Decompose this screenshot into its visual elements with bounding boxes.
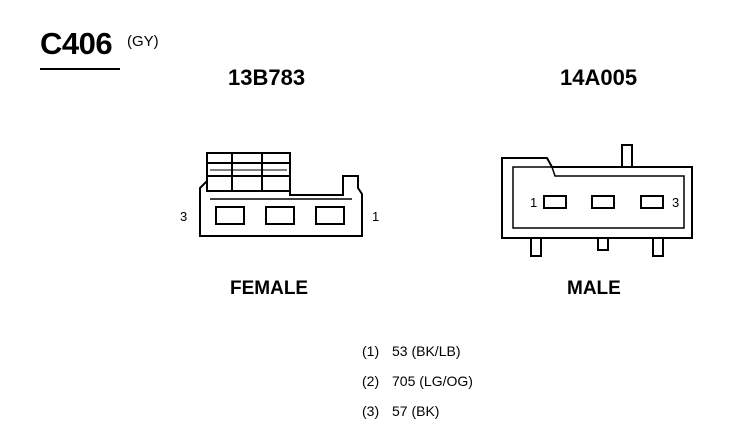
connector-id: C406: [40, 26, 113, 61]
male-label: MALE: [567, 278, 621, 299]
male-pin-label-right: 3: [672, 195, 680, 210]
female-pin-label-left: 3: [180, 209, 188, 224]
male-pin-label-left: 1: [530, 195, 538, 210]
male-pin-2: [591, 195, 615, 209]
circuit-row: (2) 705 (LG/OG): [362, 373, 473, 389]
male-key-tab: [621, 144, 633, 168]
male-leg-right: [652, 237, 664, 257]
male-housing: [501, 157, 693, 239]
connector-color-code: (GY): [127, 33, 159, 50]
female-housing: [199, 175, 363, 237]
circuit-row: (1) 53 (BK/LB): [362, 343, 460, 359]
circuit-pin: (3): [362, 403, 380, 419]
female-pin-cavity-1: [315, 206, 345, 225]
male-leg-center: [597, 237, 609, 251]
female-label: FEMALE: [230, 278, 309, 299]
connector-id-underline: [40, 68, 120, 70]
circuit-value: 53 (BK/LB): [392, 343, 461, 359]
circuit-value: 57 (BK): [392, 403, 440, 419]
circuit-row: (3) 57 (BK): [362, 403, 439, 419]
female-latch: [206, 152, 291, 192]
male-leg-left: [530, 237, 542, 257]
female-pin-label-right: 1: [372, 209, 380, 224]
female-pin-cavity-3: [215, 206, 245, 225]
female-part-number: 13B783: [228, 65, 306, 90]
male-part-number: 14A005: [560, 65, 638, 90]
male-pin-3: [640, 195, 664, 209]
circuit-pin: (1): [362, 343, 380, 359]
circuit-pin: (2): [362, 373, 380, 389]
female-connector: [199, 152, 363, 237]
circuit-value: 705 (LG/OG): [392, 373, 473, 389]
male-connector: [501, 144, 693, 257]
female-pin-cavity-2: [265, 206, 295, 225]
male-pin-1: [543, 195, 567, 209]
